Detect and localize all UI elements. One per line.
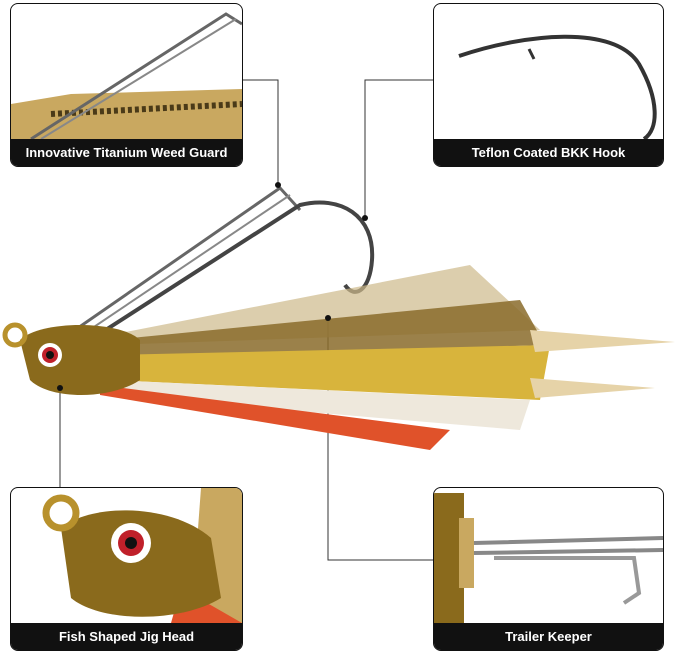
hook-label: Teflon Coated BKK Hook — [434, 139, 663, 166]
skirt — [100, 265, 675, 450]
jig-head — [2, 322, 140, 395]
jig-head-closeup — [42, 488, 242, 623]
callout-dots — [57, 182, 368, 391]
callout-jig-head: Fish Shaped Jig Head — [10, 487, 243, 651]
callout-weed-guard: Innovative Titanium Weed Guard — [10, 3, 243, 167]
callout-trailer-keeper: Trailer Keeper — [433, 487, 664, 651]
hook-closeup — [458, 34, 657, 141]
trailer-keeper-label: Trailer Keeper — [434, 623, 663, 650]
trailer-keeper-closeup — [434, 493, 663, 623]
weed-guard-closeup — [11, 12, 242, 141]
callout-hook: Teflon Coated BKK Hook — [433, 3, 664, 167]
weed-guard — [74, 186, 302, 332]
weed-guard-label: Innovative Titanium Weed Guard — [11, 139, 242, 166]
jig-head-label: Fish Shaped Jig Head — [11, 623, 242, 650]
